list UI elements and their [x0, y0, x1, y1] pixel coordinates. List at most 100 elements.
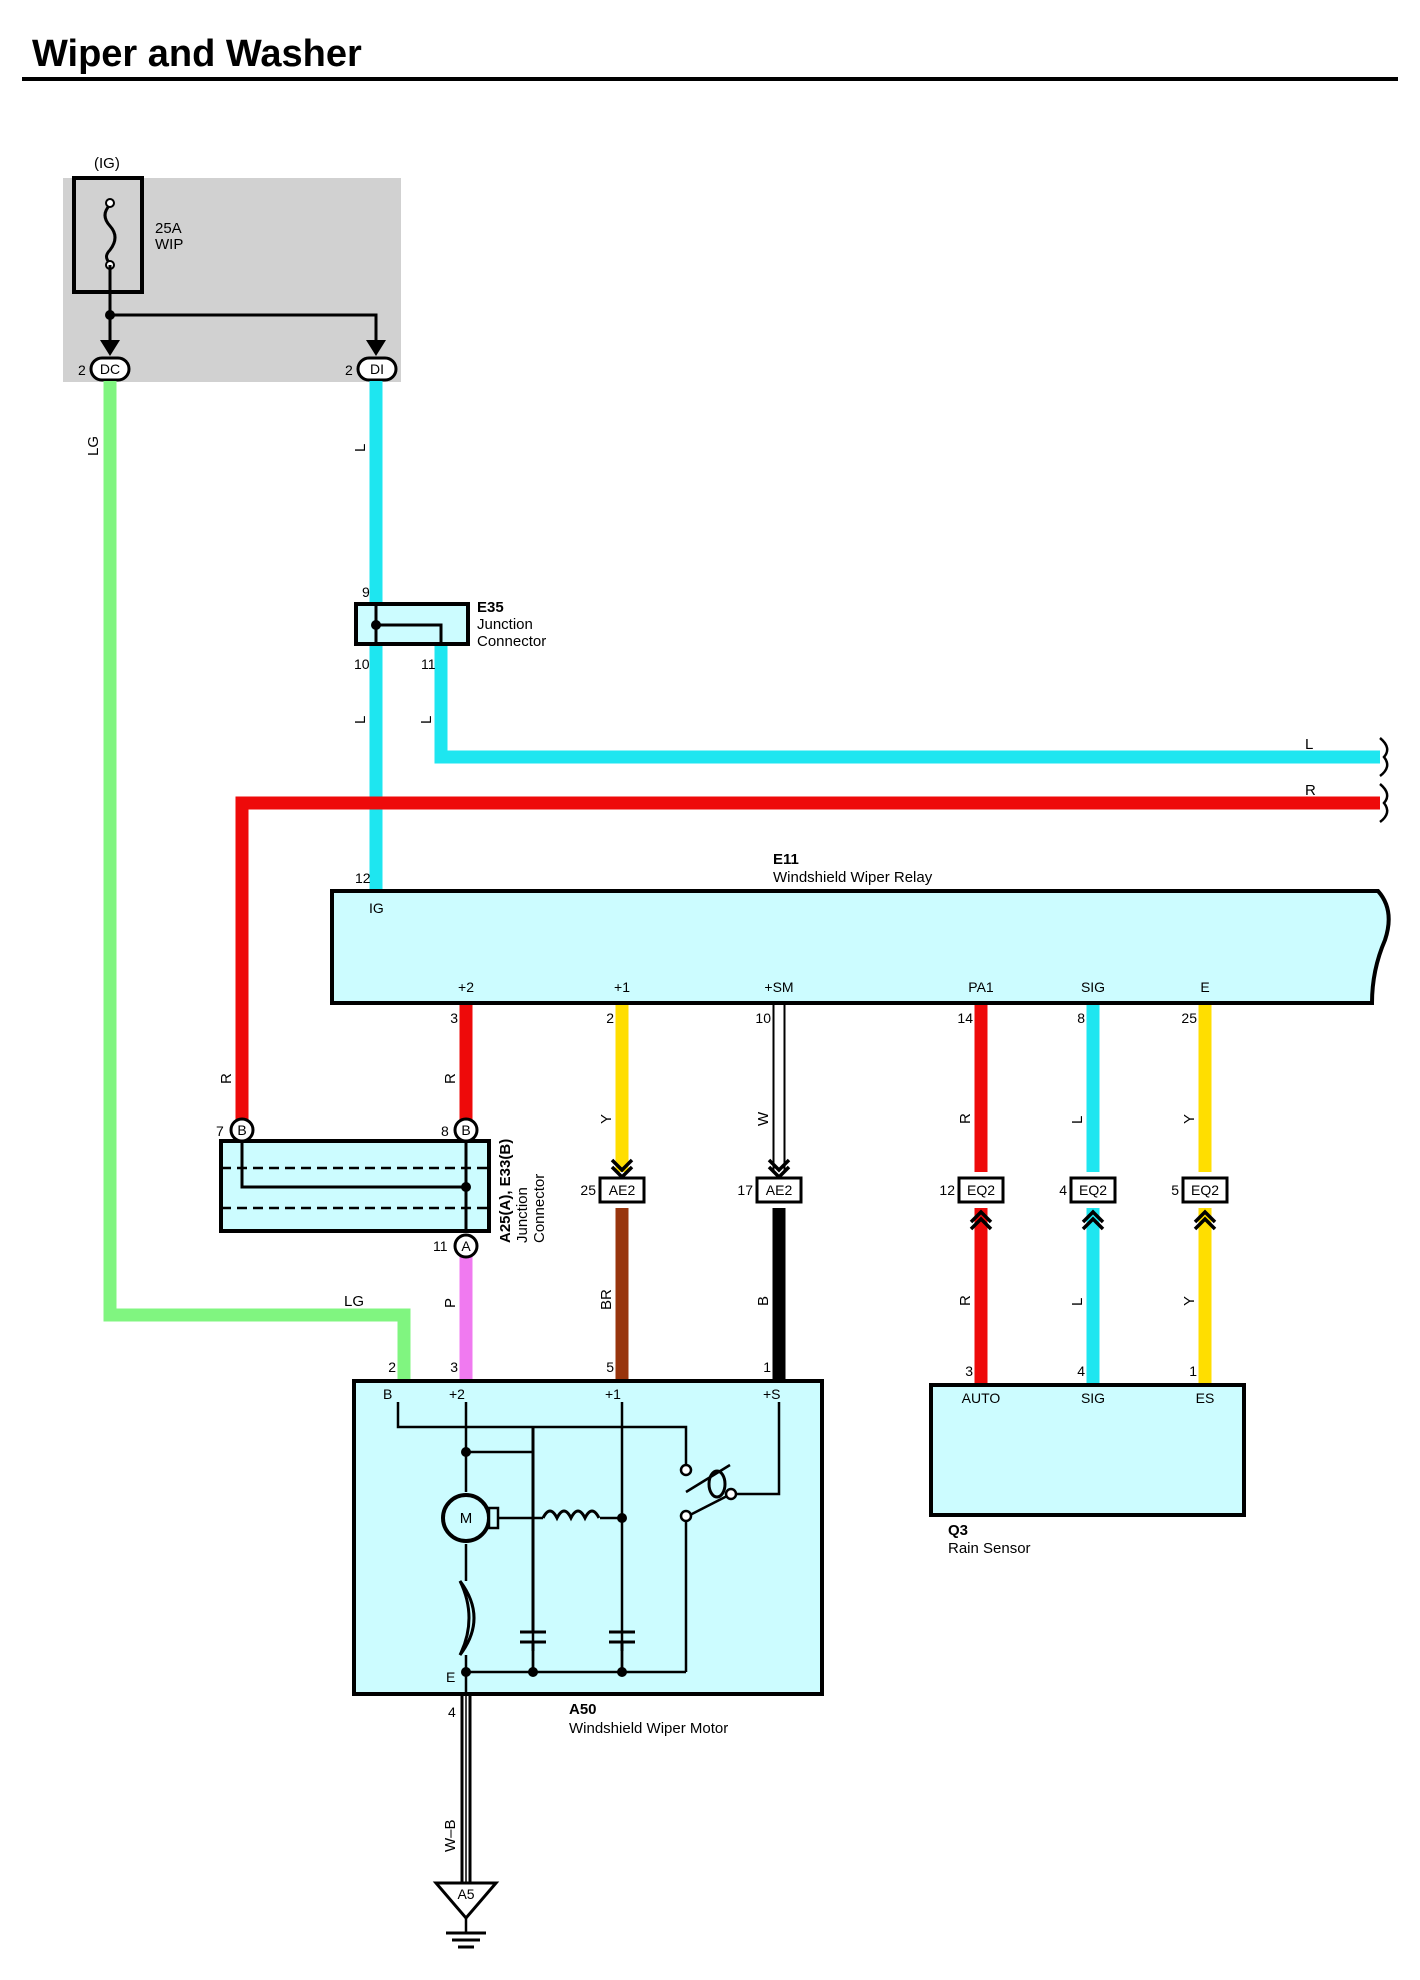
inline-connector-body — [755, 1176, 803, 1204]
fuse-name: WIP — [155, 236, 183, 253]
e11-terminal-label: SIG — [1081, 979, 1105, 995]
e11-terminal-pin: 3 — [450, 1010, 458, 1026]
e11-name: Windshield Wiper Relay — [773, 869, 933, 886]
a50-terminal-pin: 3 — [450, 1359, 458, 1375]
connector-dc-label: DC — [100, 361, 120, 377]
ground-triangle-icon — [432, 1881, 500, 1921]
wire-label-w: W — [755, 1111, 772, 1126]
inline-connector-body — [957, 1176, 1005, 1204]
a50-terminal-pin: 5 — [606, 1359, 614, 1375]
inline-connector-pin: 5 — [1171, 1182, 1179, 1198]
e35-desc-1: Junction — [477, 616, 533, 633]
a25-pin-8-connector — [453, 1117, 479, 1143]
wire-r-feed — [235, 796, 1380, 1120]
a50-terminal-label: +S — [763, 1386, 781, 1402]
e11-id: E11 — [773, 851, 799, 868]
inline-connector-body — [1181, 1176, 1229, 1204]
e11-terminal-label: PA1 — [968, 979, 994, 995]
circuit-breaker-icon — [458, 1580, 476, 1656]
q3-name: Rain Sensor — [948, 1540, 1031, 1557]
wires — [103, 381, 1380, 1384]
connector-dc-pin: 2 — [78, 362, 86, 378]
capacitor-icon — [520, 1427, 546, 1651]
wire-l-e35-out — [434, 645, 1380, 764]
a50-ground-pin: 4 — [448, 1704, 456, 1720]
wire-label-y: Y — [1181, 1296, 1198, 1306]
wire-label-lg: LG — [85, 436, 102, 456]
capacitor-icon — [609, 1630, 635, 1651]
a25-pin-7: 7 — [216, 1123, 224, 1139]
wire-label-r: R — [218, 1073, 235, 1084]
a25-desc-1: Junction — [514, 1187, 531, 1243]
fuse-rating: 25A — [155, 220, 182, 237]
chevron-up-icon — [969, 1209, 993, 1231]
wire-label-r: R — [1305, 782, 1316, 799]
fuse-supply-label: (IG) — [94, 155, 120, 172]
fuse-node-top — [105, 198, 115, 208]
wire-label-r: R — [442, 1073, 459, 1084]
e35-pin-10: 10 — [354, 656, 370, 672]
q3-terminal-label: SIG — [1081, 1390, 1105, 1406]
ground-id: A5 — [457, 1886, 474, 1902]
q3-terminal-label: AUTO — [962, 1390, 1001, 1406]
wire-label-lg: LG — [344, 1293, 364, 1310]
wire-label-l: L — [352, 716, 369, 724]
wire-label-y: Y — [1181, 1114, 1198, 1124]
connector-di — [356, 356, 398, 382]
e11-terminal-pin: 2 — [606, 1010, 614, 1026]
q3-terminal-pin: 3 — [965, 1363, 973, 1379]
connector-di-pin: 2 — [345, 362, 353, 378]
motor-symbol: M — [460, 1510, 473, 1527]
wire-labels: LG L L L L R R R Y W R L Y LG P BR B R L… — [85, 436, 1316, 1852]
wire-break-icon — [1379, 783, 1389, 823]
fuse-output-bus — [108, 265, 378, 350]
fuse-box: (IG) 25A WIP DC 2 DI 2 — [63, 155, 401, 382]
ground-a5: A5 — [432, 1881, 500, 1949]
wire-label-b: B — [755, 1296, 772, 1306]
a25-id: A25(A), E33(B) — [497, 1139, 514, 1243]
arrow-down-icon — [100, 340, 120, 356]
wire-label-l: L — [1069, 1298, 1086, 1306]
e11-terminal-label: +2 — [458, 979, 474, 995]
wire-label-wb: W–B — [442, 1819, 459, 1852]
a50-terminal-label: B — [383, 1386, 392, 1402]
q3-id: Q3 — [948, 1522, 968, 1539]
e11-ig-pin: 12 — [355, 870, 371, 886]
a25-pin-7-conn-label: B — [237, 1122, 246, 1138]
a25-pin-11: 11 — [433, 1238, 448, 1254]
inline-connector-name: EQ2 — [1079, 1182, 1107, 1198]
e35-junction-connector: 9 10 11 E35 Junction Connector — [354, 584, 546, 672]
fuse-box-background — [63, 178, 401, 382]
a50-terminal-label: +1 — [605, 1386, 621, 1402]
e35-pin-11: 11 — [421, 656, 436, 672]
a50-wiper-motor: A50 Windshield Wiper Motor B2+23+15+S1 M — [352, 1359, 824, 1737]
fuse-junction-dot — [105, 310, 115, 320]
a25-desc-2: Connector — [531, 1174, 548, 1243]
e35-desc-2: Connector — [477, 633, 546, 650]
a25-pin-8-conn-label: B — [461, 1122, 470, 1138]
e35-id: E35 — [477, 599, 504, 616]
e11-wiper-relay: E11 Windshield Wiper Relay 12 IG +23+12+… — [330, 851, 1391, 1026]
wire-label-p: P — [442, 1298, 459, 1308]
a25-junction-connector: B 7 B 8 A 11 A25(A), E33(B) Junction Con… — [216, 1117, 548, 1259]
a50-terminal-pin: 2 — [388, 1359, 396, 1375]
a50-ground-label: E — [446, 1669, 455, 1685]
e11-ig-label: IG — [369, 900, 384, 916]
e35-pin-9: 9 — [362, 584, 370, 600]
wire-label-br: BR — [598, 1289, 615, 1310]
a25-pin-8: 8 — [441, 1123, 449, 1139]
e11-body — [330, 889, 1391, 1005]
page-title: Wiper and Washer — [32, 33, 362, 75]
wire-label-l: L — [352, 444, 369, 452]
fuse-icon — [103, 203, 117, 265]
q3-terminal-pin: 4 — [1077, 1363, 1085, 1379]
a25-pin-7-connector — [229, 1117, 255, 1143]
inductor-icon — [541, 1509, 601, 1522]
q3-terminal-pin: 1 — [1189, 1363, 1197, 1379]
fuse-housing — [72, 176, 144, 294]
